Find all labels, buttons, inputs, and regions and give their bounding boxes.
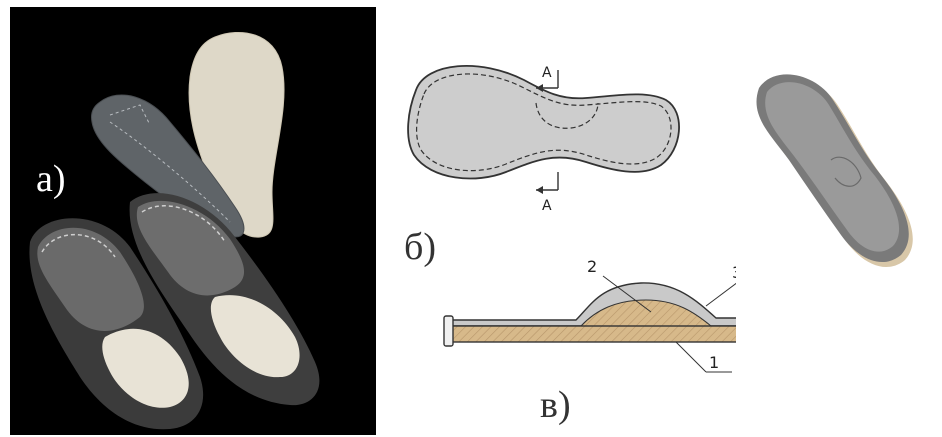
callout-1: 1	[676, 342, 732, 372]
diagram-canvas: A A 1 2 3 4	[376, 0, 736, 437]
photo-panel: а)	[10, 7, 376, 435]
panel-label-a: а)	[36, 157, 66, 201]
slippers-photo	[10, 7, 376, 435]
section-marker-bottom: A	[536, 172, 558, 214]
base-layer	[450, 326, 736, 342]
edge-binding-left	[444, 316, 453, 346]
callout-2-label: 2	[587, 257, 597, 276]
insole-plan-view	[408, 66, 679, 179]
callout-3: 3	[706, 263, 736, 306]
section-marker-bottom-label: A	[542, 198, 552, 214]
insole-3d-render	[735, 60, 935, 280]
callout-1-label: 1	[709, 353, 719, 372]
insole-cross-section	[444, 283, 736, 346]
section-marker-top: A	[536, 65, 558, 92]
panel-label-v: в)	[540, 383, 571, 427]
section-marker-top-label: A	[542, 65, 552, 81]
panel-label-b: б)	[404, 225, 436, 269]
